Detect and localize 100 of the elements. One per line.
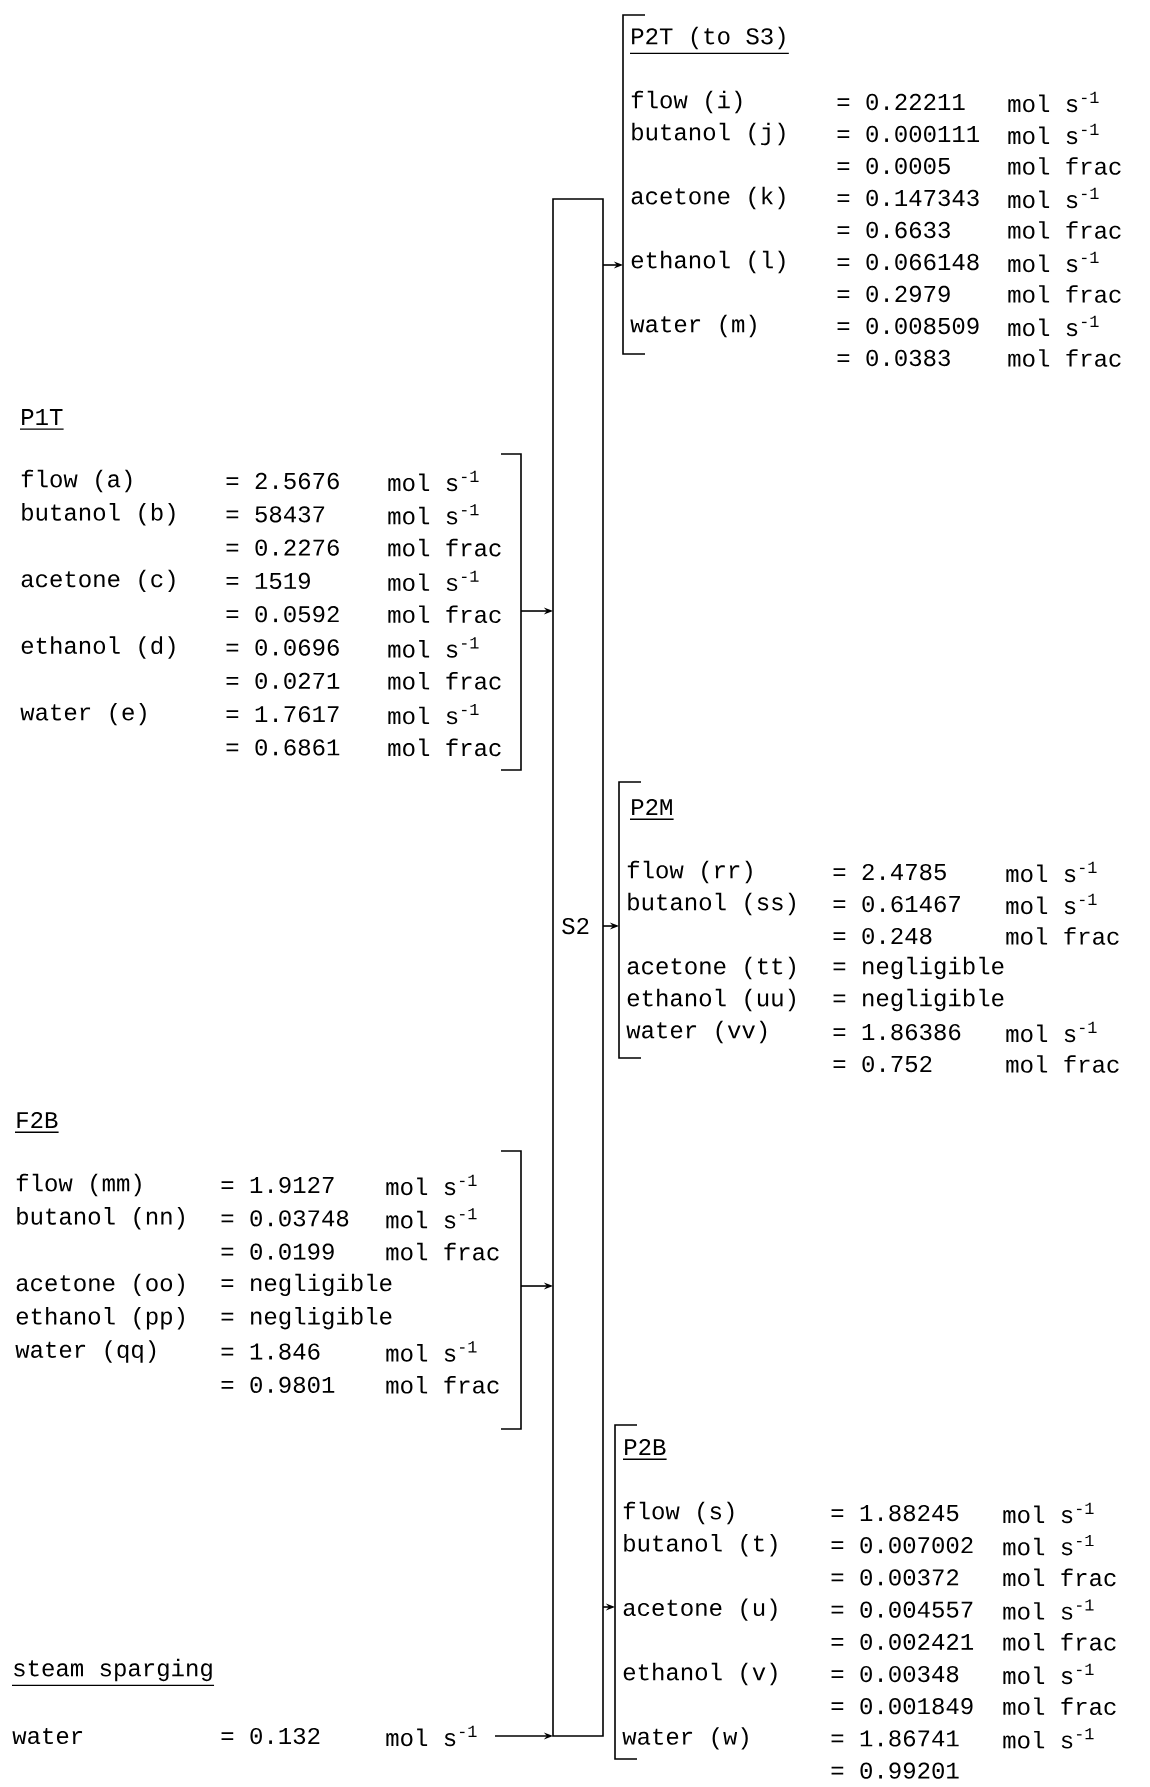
- value-text: = 0.004557: [831, 1601, 973, 1618]
- value-text: = 1.86386: [833, 1023, 961, 1041]
- value-text: = 0.6633: [837, 221, 950, 239]
- component-label: ethanol (uu): [627, 988, 795, 1012]
- unit-label: mol s$^{-1}$: [1008, 123, 1099, 145]
- unit-label: mol s$^{-1}$: [1006, 893, 1097, 915]
- value-text: = negligible: [833, 988, 1004, 1012]
- unit-label: mol s$^{-1}$: [1008, 91, 1099, 113]
- component-label: water (w): [622, 1727, 748, 1750]
- value-text: = 0.0005: [837, 157, 950, 175]
- value-text: = 1.86741: [831, 1730, 959, 1747]
- component-label: water: [12, 1727, 83, 1745]
- unit-label: mol frac: [1008, 157, 1121, 175]
- unit-label: mol s$^{-1}$: [386, 1208, 477, 1229]
- value-text: = 0.03748: [221, 1210, 349, 1227]
- component-label: butanol (j): [632, 122, 785, 146]
- unit-label: mol s$^{-1}$: [388, 570, 479, 592]
- value-text: = 0.066148: [837, 253, 979, 271]
- value-text: = 1.7617: [226, 705, 339, 723]
- component-label: acetone (oo): [16, 1273, 184, 1297]
- component-label: ethanol (l): [631, 250, 785, 274]
- value-text: = 0.22211: [837, 93, 965, 111]
- value-text: = 0.0383: [837, 349, 950, 367]
- unit-label: mol frac: [388, 738, 501, 757]
- unit-label: mol frac: [1003, 1633, 1116, 1651]
- component-label: flow (rr): [627, 860, 752, 884]
- unit-label: mol frac: [386, 1376, 499, 1394]
- value-text: = 0.2979: [837, 285, 950, 303]
- value-text: = negligible: [833, 956, 1004, 980]
- component-label: flow (mm): [16, 1173, 141, 1197]
- unit-label: mol s$^{-1}$: [1003, 1502, 1094, 1524]
- component-label: butanol (b): [22, 503, 175, 526]
- component-label: butanol (nn): [17, 1207, 184, 1230]
- component-label: flow (i): [631, 90, 742, 114]
- unit-label: mol frac: [388, 605, 501, 623]
- component-label: acetone (k): [631, 186, 785, 210]
- value-text: = 58437: [226, 506, 325, 523]
- unit-label: mol frac: [1003, 1568, 1116, 1587]
- value-text: = 0.0271: [226, 672, 340, 689]
- unit-label: mol s$^{-1}$: [1006, 861, 1097, 883]
- value-text: = 0.008509: [837, 317, 979, 335]
- value-text: = 0.000111: [837, 125, 980, 143]
- value-text: = 0.0592: [226, 606, 339, 623]
- unit-label: mol frac: [1008, 285, 1121, 303]
- component-label: acetone (tt): [627, 956, 795, 980]
- value-text: = 0.00372: [831, 1569, 959, 1586]
- value-text: = 2.4785: [833, 863, 946, 881]
- value-text: = 0.0199: [221, 1243, 334, 1260]
- unit-label: mol s$^{-1}$: [1008, 251, 1099, 273]
- unit-label: mol frac: [1006, 1055, 1119, 1073]
- value-text: = 0.9801: [221, 1376, 335, 1393]
- value-text: = 0.147343: [837, 189, 979, 207]
- component-label: water (e): [20, 702, 146, 726]
- value-text: = 0.00348: [831, 1665, 959, 1683]
- component-label: butanol (ss): [628, 892, 795, 916]
- value-text: = 1519: [226, 572, 310, 590]
- unit-label: mol s$^{-1}$: [1003, 1535, 1094, 1556]
- value-text: = 0.007002: [831, 1537, 973, 1554]
- unit-label: mol frac: [386, 1242, 499, 1261]
- unit-label: mol s$^{-1}$: [388, 470, 479, 492]
- unit-label: mol frac: [388, 538, 501, 557]
- value-text: = 1.846: [221, 1343, 320, 1360]
- unit-label: mol s$^{-1}$: [386, 1341, 477, 1362]
- stream-heading: P2T (to S3): [629, 26, 790, 55]
- value-text: = 0.248: [833, 927, 932, 945]
- value-text: = 0.99201: [831, 1762, 959, 1779]
- unit-label: mol frac: [1006, 927, 1119, 945]
- unit-label: mol frac: [1008, 221, 1121, 239]
- value-text: = 0.002421: [831, 1633, 974, 1650]
- component-label: water (qq): [15, 1340, 156, 1363]
- value-text: = 0.61467: [833, 895, 960, 913]
- value-text: = 1.88245: [831, 1504, 959, 1522]
- unit-label: mol s$^{-1}$: [386, 1174, 477, 1196]
- component-label: ethanol (v): [623, 1662, 777, 1686]
- stream-heading: P2B: [622, 1439, 668, 1460]
- unit-label: mol frac: [1003, 1697, 1116, 1716]
- column-label: S2: [562, 917, 589, 935]
- value-text: = negligible: [221, 1307, 392, 1330]
- unit-label: mol s$^{-1}$: [1008, 315, 1099, 337]
- unit-label: mol s$^{-1}$: [1008, 187, 1099, 209]
- value-text: = 2.5676: [226, 472, 339, 490]
- value-text: = 0.2276: [226, 539, 339, 556]
- unit-label: mol s$^{-1}$: [388, 504, 479, 525]
- stream-heading: P2M: [629, 799, 675, 820]
- stream-heading: P1T: [19, 409, 65, 430]
- stream-heading: steam sparging: [11, 1658, 215, 1687]
- component-label: water (m): [630, 314, 756, 338]
- unit-label: mol frac: [1008, 349, 1121, 367]
- value-text: = 1.9127: [221, 1176, 334, 1194]
- unit-label: mol s$^{-1}$: [1006, 1021, 1097, 1043]
- unit-label: mol s$^{-1}$: [1003, 1599, 1094, 1620]
- component-label: flow (s): [623, 1501, 734, 1525]
- unit-label: mol s$^{-1}$: [1003, 1728, 1094, 1749]
- unit-label: mol s$^{-1}$: [388, 637, 479, 658]
- value-text: = negligible: [221, 1273, 392, 1297]
- component-label: butanol (t): [624, 1534, 777, 1557]
- value-text: = 0.6861: [226, 739, 340, 756]
- unit-label: mol frac: [388, 672, 501, 690]
- component-label: ethanol (d): [21, 636, 175, 659]
- value-text: = 0.0696: [226, 639, 339, 656]
